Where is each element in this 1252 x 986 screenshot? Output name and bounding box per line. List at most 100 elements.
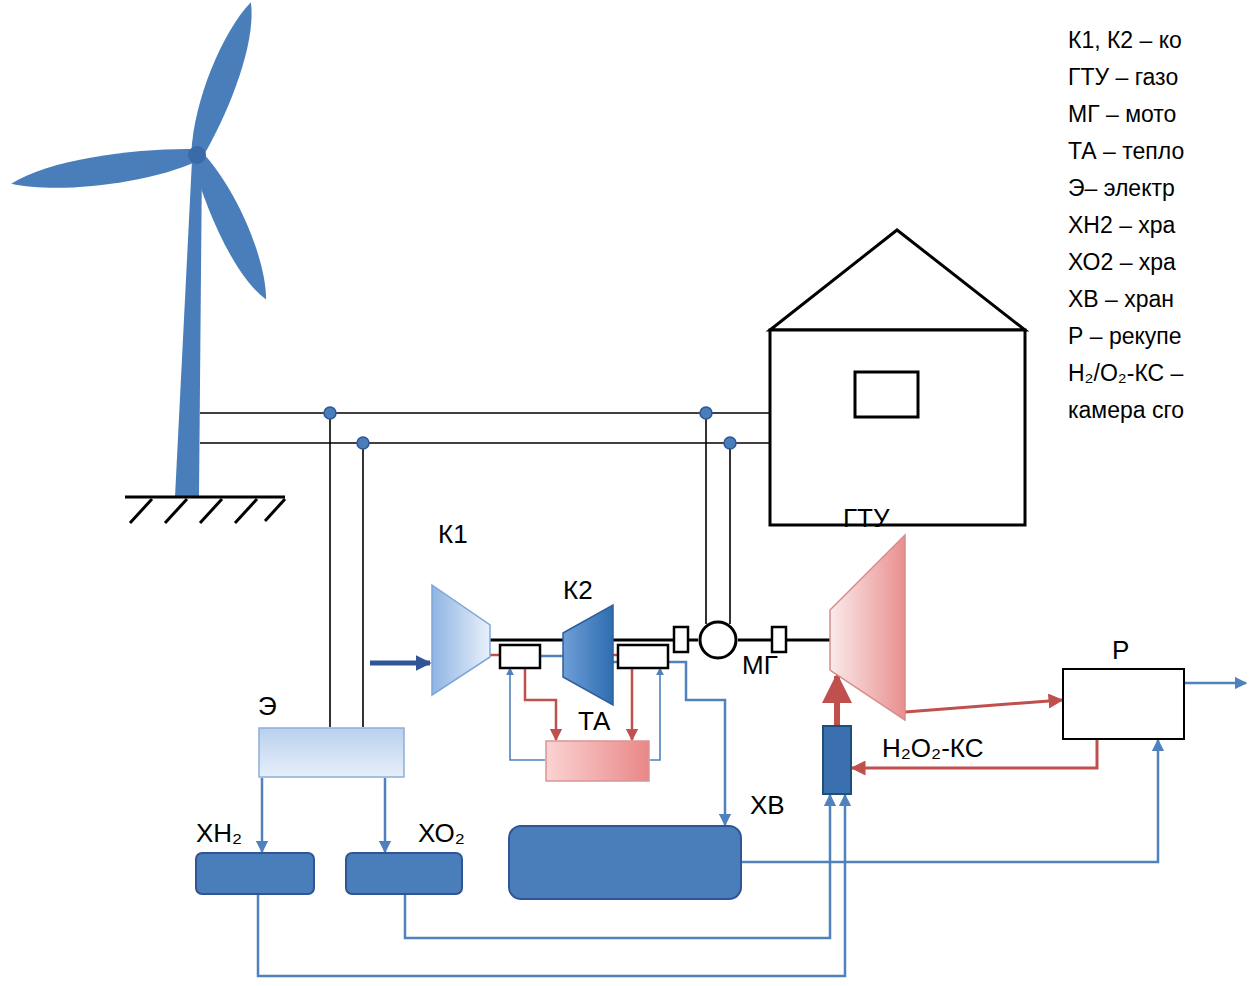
compressor-k2-outline	[563, 605, 613, 705]
legend-key-text: камера сго	[1068, 396, 1184, 424]
node-shape	[822, 725, 852, 795]
power-wires	[200, 413, 770, 727]
wire	[362, 443, 364, 727]
wind-turbine	[9, 0, 282, 497]
junction-dot	[724, 437, 736, 449]
node-label: Р	[1112, 635, 1129, 665]
electrolyzer-box-outline	[259, 728, 404, 777]
legend-key-text: H₂/O₂-КС –	[1068, 359, 1183, 387]
electrolyzer-box: Э	[258, 727, 405, 778]
legend-key-text: К1, К2 – ко	[1068, 26, 1182, 54]
flow-connector	[490, 639, 563, 642]
bus-wire	[200, 412, 770, 414]
shaft-coupling	[674, 627, 688, 652]
junction-dot	[700, 407, 712, 419]
house	[770, 230, 1025, 525]
air-inlet-arrow	[370, 661, 430, 666]
node-label: H₂O₂-КС	[882, 733, 983, 763]
bus-wire	[200, 442, 770, 444]
combustion-chamber-outline	[823, 726, 851, 794]
ground-hatch	[265, 499, 285, 521]
wire	[705, 413, 707, 624]
recuperator-box: Р	[1062, 668, 1185, 740]
coolant-return-line	[510, 668, 545, 760]
house-window	[855, 372, 918, 417]
node-label: К1	[438, 519, 468, 549]
node-shape	[1062, 668, 1185, 740]
ground-hatch	[165, 499, 187, 523]
node-shape	[432, 585, 490, 695]
compressor-k1: К1	[432, 585, 490, 695]
ground-symbol	[125, 497, 285, 523]
heat-exchanger	[500, 645, 540, 668]
turbine-blade	[184, 0, 262, 160]
coolant-return-line	[650, 668, 660, 760]
ground-hatch	[200, 499, 222, 523]
motor-generator: МГ	[698, 620, 738, 660]
turbine-tower	[175, 160, 202, 497]
heat-accumulator-box-outline	[546, 741, 649, 781]
flow-connector	[258, 795, 845, 976]
node-label: ХН₂	[196, 818, 242, 848]
ground-hatch	[235, 499, 257, 523]
turbine-blade	[183, 149, 282, 305]
recuperator-box-outline	[1063, 669, 1184, 739]
node-shape	[258, 727, 405, 778]
legend-key-text: ГТУ – газо	[1068, 63, 1178, 91]
combustion-chamber: H₂O₂-КС	[822, 725, 852, 795]
node-label: Э	[258, 691, 277, 721]
node-label: ТА	[578, 706, 610, 736]
flow-connector	[905, 700, 1062, 712]
node-label: К2	[563, 575, 593, 605]
node-shape	[195, 852, 315, 895]
oxygen-storage-outline	[346, 853, 462, 894]
node-shape	[345, 852, 463, 895]
shaft-coupling	[772, 627, 786, 652]
node-shape	[830, 535, 905, 720]
flow-connector	[261, 778, 264, 852]
outlet-arrow	[1185, 682, 1246, 685]
ground-line	[125, 496, 285, 499]
node-shape	[563, 605, 613, 705]
compressor-k2: К2	[563, 605, 613, 705]
turbine-blade	[9, 139, 199, 201]
compressor-k1-outline	[432, 585, 490, 695]
gas-turbine: ГТУ	[830, 535, 905, 720]
ground-hatch	[130, 499, 152, 523]
water-storage-outline	[509, 826, 741, 899]
legend-key-text: ХО2 – хра	[1068, 248, 1176, 276]
node-label: ХО₂	[418, 818, 465, 848]
node-label: ГТУ	[843, 503, 889, 533]
legend-key-text: Э– электр	[1068, 174, 1175, 202]
node-shape	[698, 620, 738, 660]
legend-key-text: ХВ – хран	[1068, 285, 1174, 313]
turbine-hub	[188, 146, 206, 164]
water-storage: ХВ	[508, 825, 742, 900]
legend-key-text: ХН2 – хра	[1068, 211, 1175, 239]
heat-exchanger	[618, 645, 668, 668]
oxygen-storage: ХО₂	[345, 852, 463, 895]
motor-generator-outline	[700, 622, 736, 658]
legend-key-text: Р – рекупе	[1068, 322, 1182, 350]
gas-turbine-outline	[830, 535, 905, 720]
node-shape	[545, 740, 650, 782]
cooled-air-line	[540, 655, 566, 658]
junction-dot	[357, 437, 369, 449]
node-label: ХВ	[750, 790, 785, 820]
wire-junctions	[324, 407, 736, 449]
wire	[729, 443, 731, 624]
legend-key-text: МГ – мото	[1068, 100, 1176, 128]
wire	[329, 413, 331, 727]
node-label: МГ	[742, 650, 778, 680]
house-wall	[770, 330, 1025, 525]
junction-dot	[324, 407, 336, 419]
flow-connector	[384, 778, 387, 852]
house-roof	[770, 230, 1025, 330]
legend-key-text: ТА – тепло	[1068, 137, 1184, 165]
hydrogen-storage-outline	[196, 853, 314, 894]
node-shape	[508, 825, 742, 900]
heat-accumulator-box: ТА	[545, 740, 650, 782]
flow-connector	[834, 676, 840, 725]
hydrogen-storage: ХН₂	[195, 852, 315, 895]
